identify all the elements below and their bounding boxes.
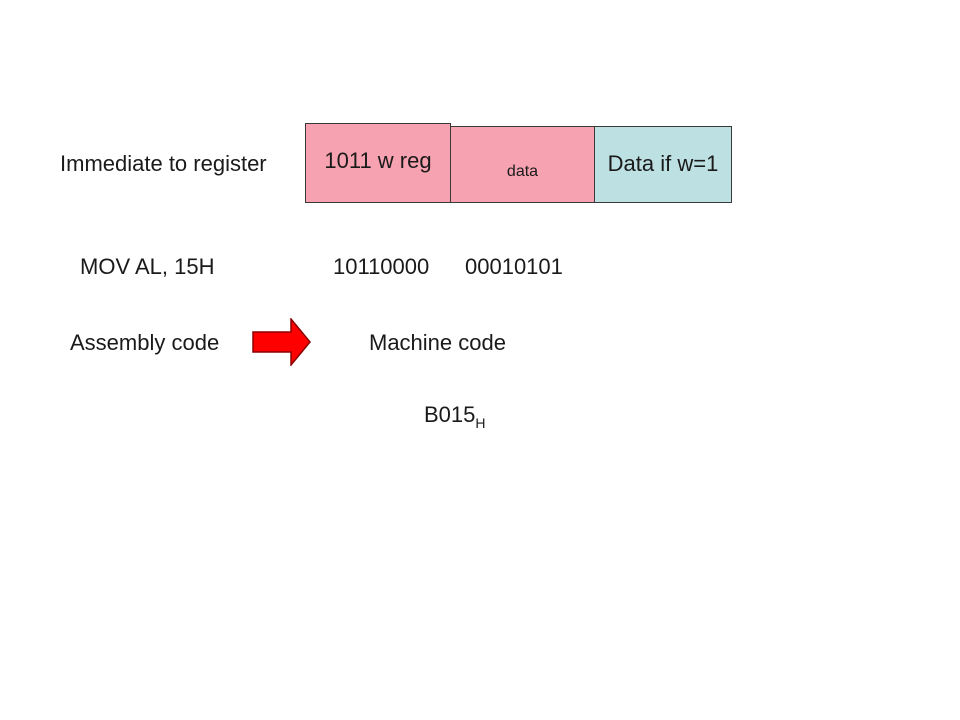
data-field-text: data bbox=[506, 162, 539, 180]
data-if-w-field-text: Data if w=1 bbox=[607, 150, 719, 176]
hex-value: B015H bbox=[424, 402, 486, 431]
machine-code-label: Machine code bbox=[369, 330, 506, 355]
assembly-instruction: MOV AL, 15H bbox=[80, 254, 215, 279]
right-arrow-icon bbox=[252, 318, 311, 366]
hex-subscript: H bbox=[475, 415, 486, 431]
data-field: data bbox=[450, 126, 595, 203]
format-label: Immediate to register bbox=[60, 151, 267, 176]
data-if-w-field: Data if w=1 bbox=[594, 126, 732, 203]
opcode-field-text: 1011 w reg bbox=[324, 148, 432, 173]
machine-byte-2: 00010101 bbox=[465, 254, 563, 279]
opcode-field: 1011 w reg bbox=[305, 123, 451, 203]
assembly-code-label: Assembly code bbox=[70, 330, 220, 355]
machine-byte-1: 10110000 bbox=[333, 254, 430, 279]
hex-value-digits: B015 bbox=[424, 402, 476, 427]
